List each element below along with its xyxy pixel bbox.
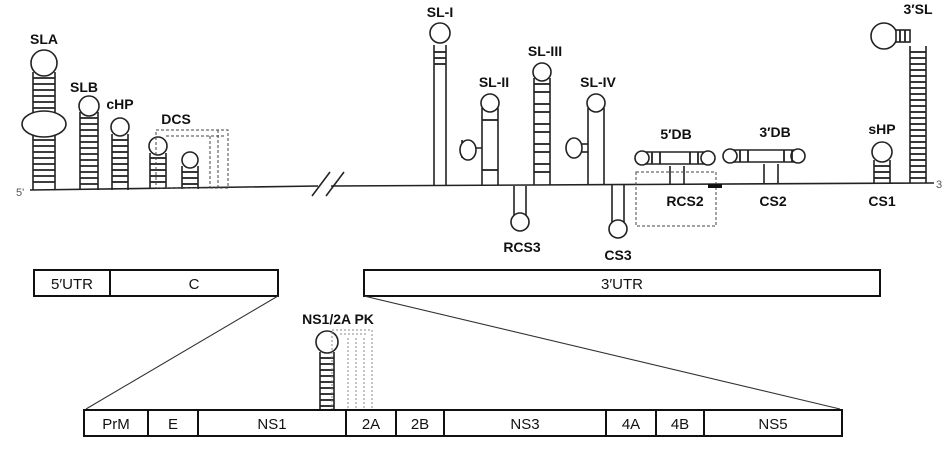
- ns1-2a-pseudoknot: NS1/2A PK: [302, 311, 374, 411]
- orf-segment-2b: 2B: [411, 416, 429, 433]
- utr3-segment: 3′UTR: [601, 276, 643, 293]
- five-prime-end-label: 5': [16, 187, 24, 199]
- sl-ii-label: SL-II: [479, 74, 509, 90]
- three-prime-end-label: 3: [936, 179, 942, 191]
- orf-segment-e: E: [168, 416, 178, 433]
- cs1-label: CS1: [868, 193, 895, 209]
- slb-stem-loop: SLB: [70, 79, 100, 190]
- shp-label: sHP: [868, 121, 895, 137]
- orf-segment-2a: 2A: [362, 416, 380, 433]
- orf-segment-ns1: NS1: [257, 416, 286, 433]
- db5-dumbbell: 5′DB RCS2: [634, 126, 717, 227]
- rcs2-dashed-box: [635, 171, 717, 227]
- cs2-label: CS2: [759, 193, 786, 209]
- rna-backbone: 5' 3: [16, 171, 942, 199]
- orf-segment-ns3: NS3: [510, 416, 539, 433]
- shp-hairpin: sHP CS1: [868, 121, 895, 209]
- zoom-line-left: [85, 295, 279, 410]
- orf-segment-prm: PrM: [102, 416, 130, 433]
- c-segment: C: [189, 276, 200, 293]
- sla-stem-loop: SLA: [21, 31, 67, 190]
- db5-label: 5′DB: [660, 126, 691, 142]
- dcs-label: DCS: [161, 111, 191, 127]
- cs3-label: CS3: [604, 247, 631, 263]
- sl-i-label: SL-I: [427, 4, 453, 20]
- slb-label: SLB: [70, 79, 98, 95]
- dcs-hairpins: DCS: [148, 111, 229, 189]
- sl-iii-stem-loop: SL-III RCS3: [503, 43, 562, 255]
- utr5-segment: 5′UTR: [51, 276, 93, 293]
- chp-hairpin: cHP: [106, 96, 134, 190]
- backbone-break-mark-1: [311, 171, 331, 197]
- sl-iv-label: SL-IV: [580, 74, 616, 90]
- sl-iv-stem-loop: SL-IV CS3: [565, 74, 632, 263]
- orf-segment-4a: 4A: [622, 416, 640, 433]
- rcs2-label: RCS2: [666, 193, 704, 209]
- orf-segment-ns5: NS5: [758, 416, 787, 433]
- backbone-break-mark-2: [325, 171, 345, 197]
- sl-iii-label: SL-III: [528, 43, 562, 59]
- db3-label: 3′DB: [759, 124, 790, 140]
- orf-segment-4b: 4B: [671, 416, 689, 433]
- dcs-pseudoknot-box: [155, 129, 229, 189]
- chp-label: cHP: [106, 96, 133, 112]
- pk-dashed-region: [331, 329, 373, 411]
- genome-bar: 5′UTR C 3′UTR: [33, 269, 881, 297]
- sl-i-stem-loop: SL-I: [427, 4, 453, 185]
- pk-label: NS1/2A PK: [302, 311, 374, 327]
- orf-bar: PrM E NS1 2A 2B NS3 4A 4B NS5: [83, 409, 843, 437]
- rcs3-label: RCS3: [503, 239, 541, 255]
- sl3-long-stem-loop: 3′SL: [870, 1, 933, 183]
- zoom-line-right: [363, 295, 841, 410]
- sl3-label: 3′SL: [903, 1, 932, 17]
- sla-label: SLA: [30, 31, 58, 47]
- db3-dumbbell: 3′DB CS2: [722, 124, 806, 209]
- sl-ii-stem-loop: SL-II: [459, 74, 509, 185]
